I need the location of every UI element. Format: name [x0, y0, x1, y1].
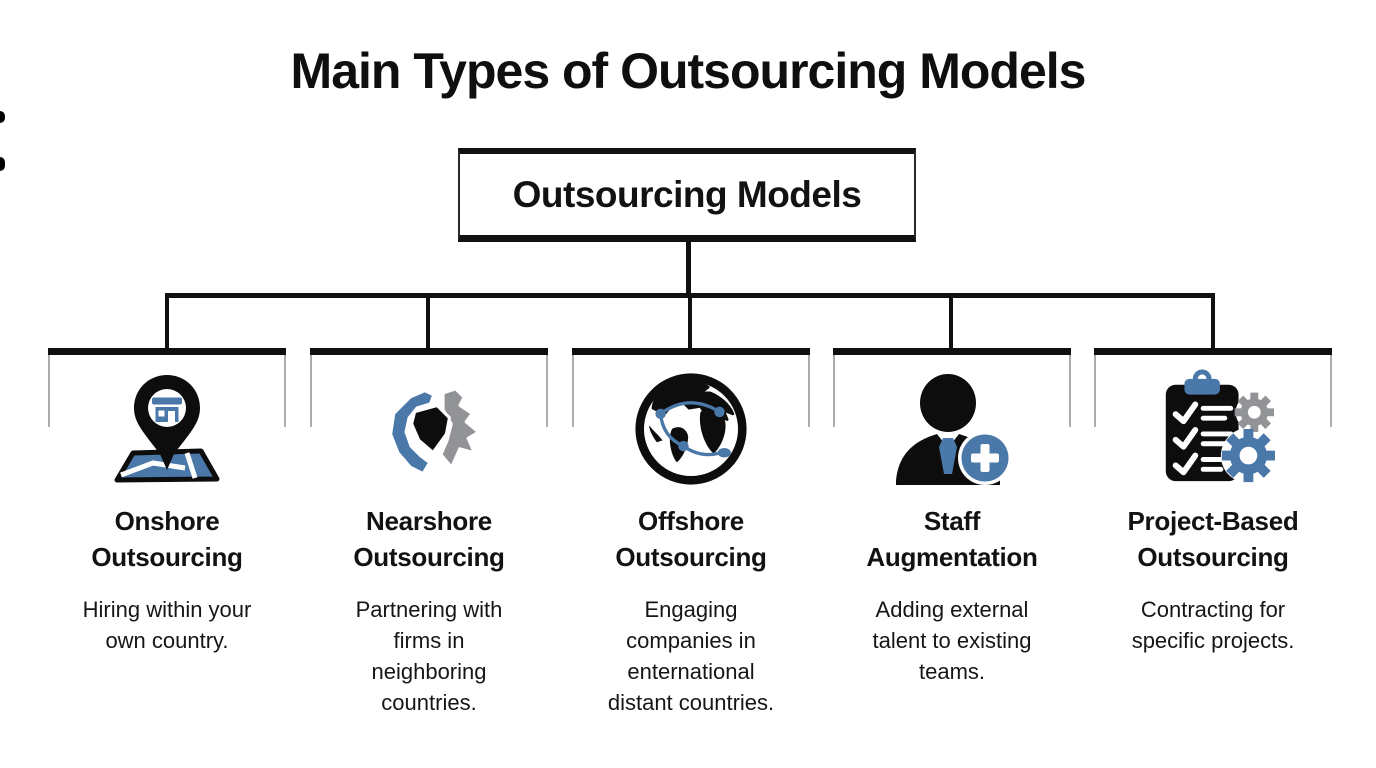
branch-title: Project-Based Outsourcing	[1127, 506, 1299, 572]
neighboring-countries-map-icon	[390, 387, 480, 474]
connector-drop-offshore	[688, 296, 692, 349]
branch-description: Contracting for specific projects.	[1131, 597, 1295, 653]
globe-network-icon	[635, 373, 747, 485]
businessperson-add-icon	[895, 373, 1012, 485]
connector-drop-staff	[949, 296, 953, 349]
store-location-pin-map-icon	[114, 375, 220, 483]
icon-box	[572, 355, 810, 503]
branch-title: Offshore Outsourcing	[615, 506, 767, 572]
clipboard-checklist-gears-icon	[1165, 369, 1275, 484]
branch-description: Adding external talent to existing teams…	[872, 597, 1032, 684]
branch-description: Partnering with firms in neighboring cou…	[355, 597, 503, 715]
icon-box	[310, 355, 548, 503]
large-gear	[1221, 429, 1275, 483]
connector-drop-nearshore	[426, 296, 430, 349]
branch-card-staff-augmentation: Staff Augmentation Adding external talen…	[833, 348, 1071, 687]
branch-description: Hiring within your own country.	[82, 597, 252, 653]
icon-box	[1094, 355, 1332, 503]
branch-card-onshore: Onshore Outsourcing Hiring within your o…	[48, 348, 286, 656]
branch-card-offshore: Offshore Outsourcing Engaging companies …	[572, 348, 810, 718]
connector-drop-project	[1211, 296, 1215, 349]
branch-title: Staff Augmentation	[866, 506, 1038, 572]
root-node-label: Outsourcing Models	[512, 173, 862, 215]
connector-drop-onshore	[165, 296, 169, 349]
small-gear	[1234, 392, 1274, 432]
branch-description: Engaging companies in enternational dist…	[607, 597, 775, 715]
icon-box	[833, 355, 1071, 503]
edge-artifact-mark	[0, 111, 5, 123]
branch-card-project-based: Project-Based Outsourcing Contracting fo…	[1094, 348, 1332, 656]
page-title: Main Types of Outsourcing Models	[290, 43, 1087, 99]
root-node-box: Outsourcing Models	[458, 148, 916, 242]
branch-title: Onshore Outsourcing	[91, 506, 243, 572]
branch-card-nearshore: Nearshore Outsourcing Partnering with fi…	[310, 348, 548, 718]
icon-box	[48, 355, 286, 503]
branch-title: Nearshore Outsourcing	[353, 506, 505, 572]
connector-root-stub	[686, 242, 691, 295]
connector-horizontal-line	[165, 293, 1215, 298]
edge-artifact-mark	[0, 157, 5, 171]
